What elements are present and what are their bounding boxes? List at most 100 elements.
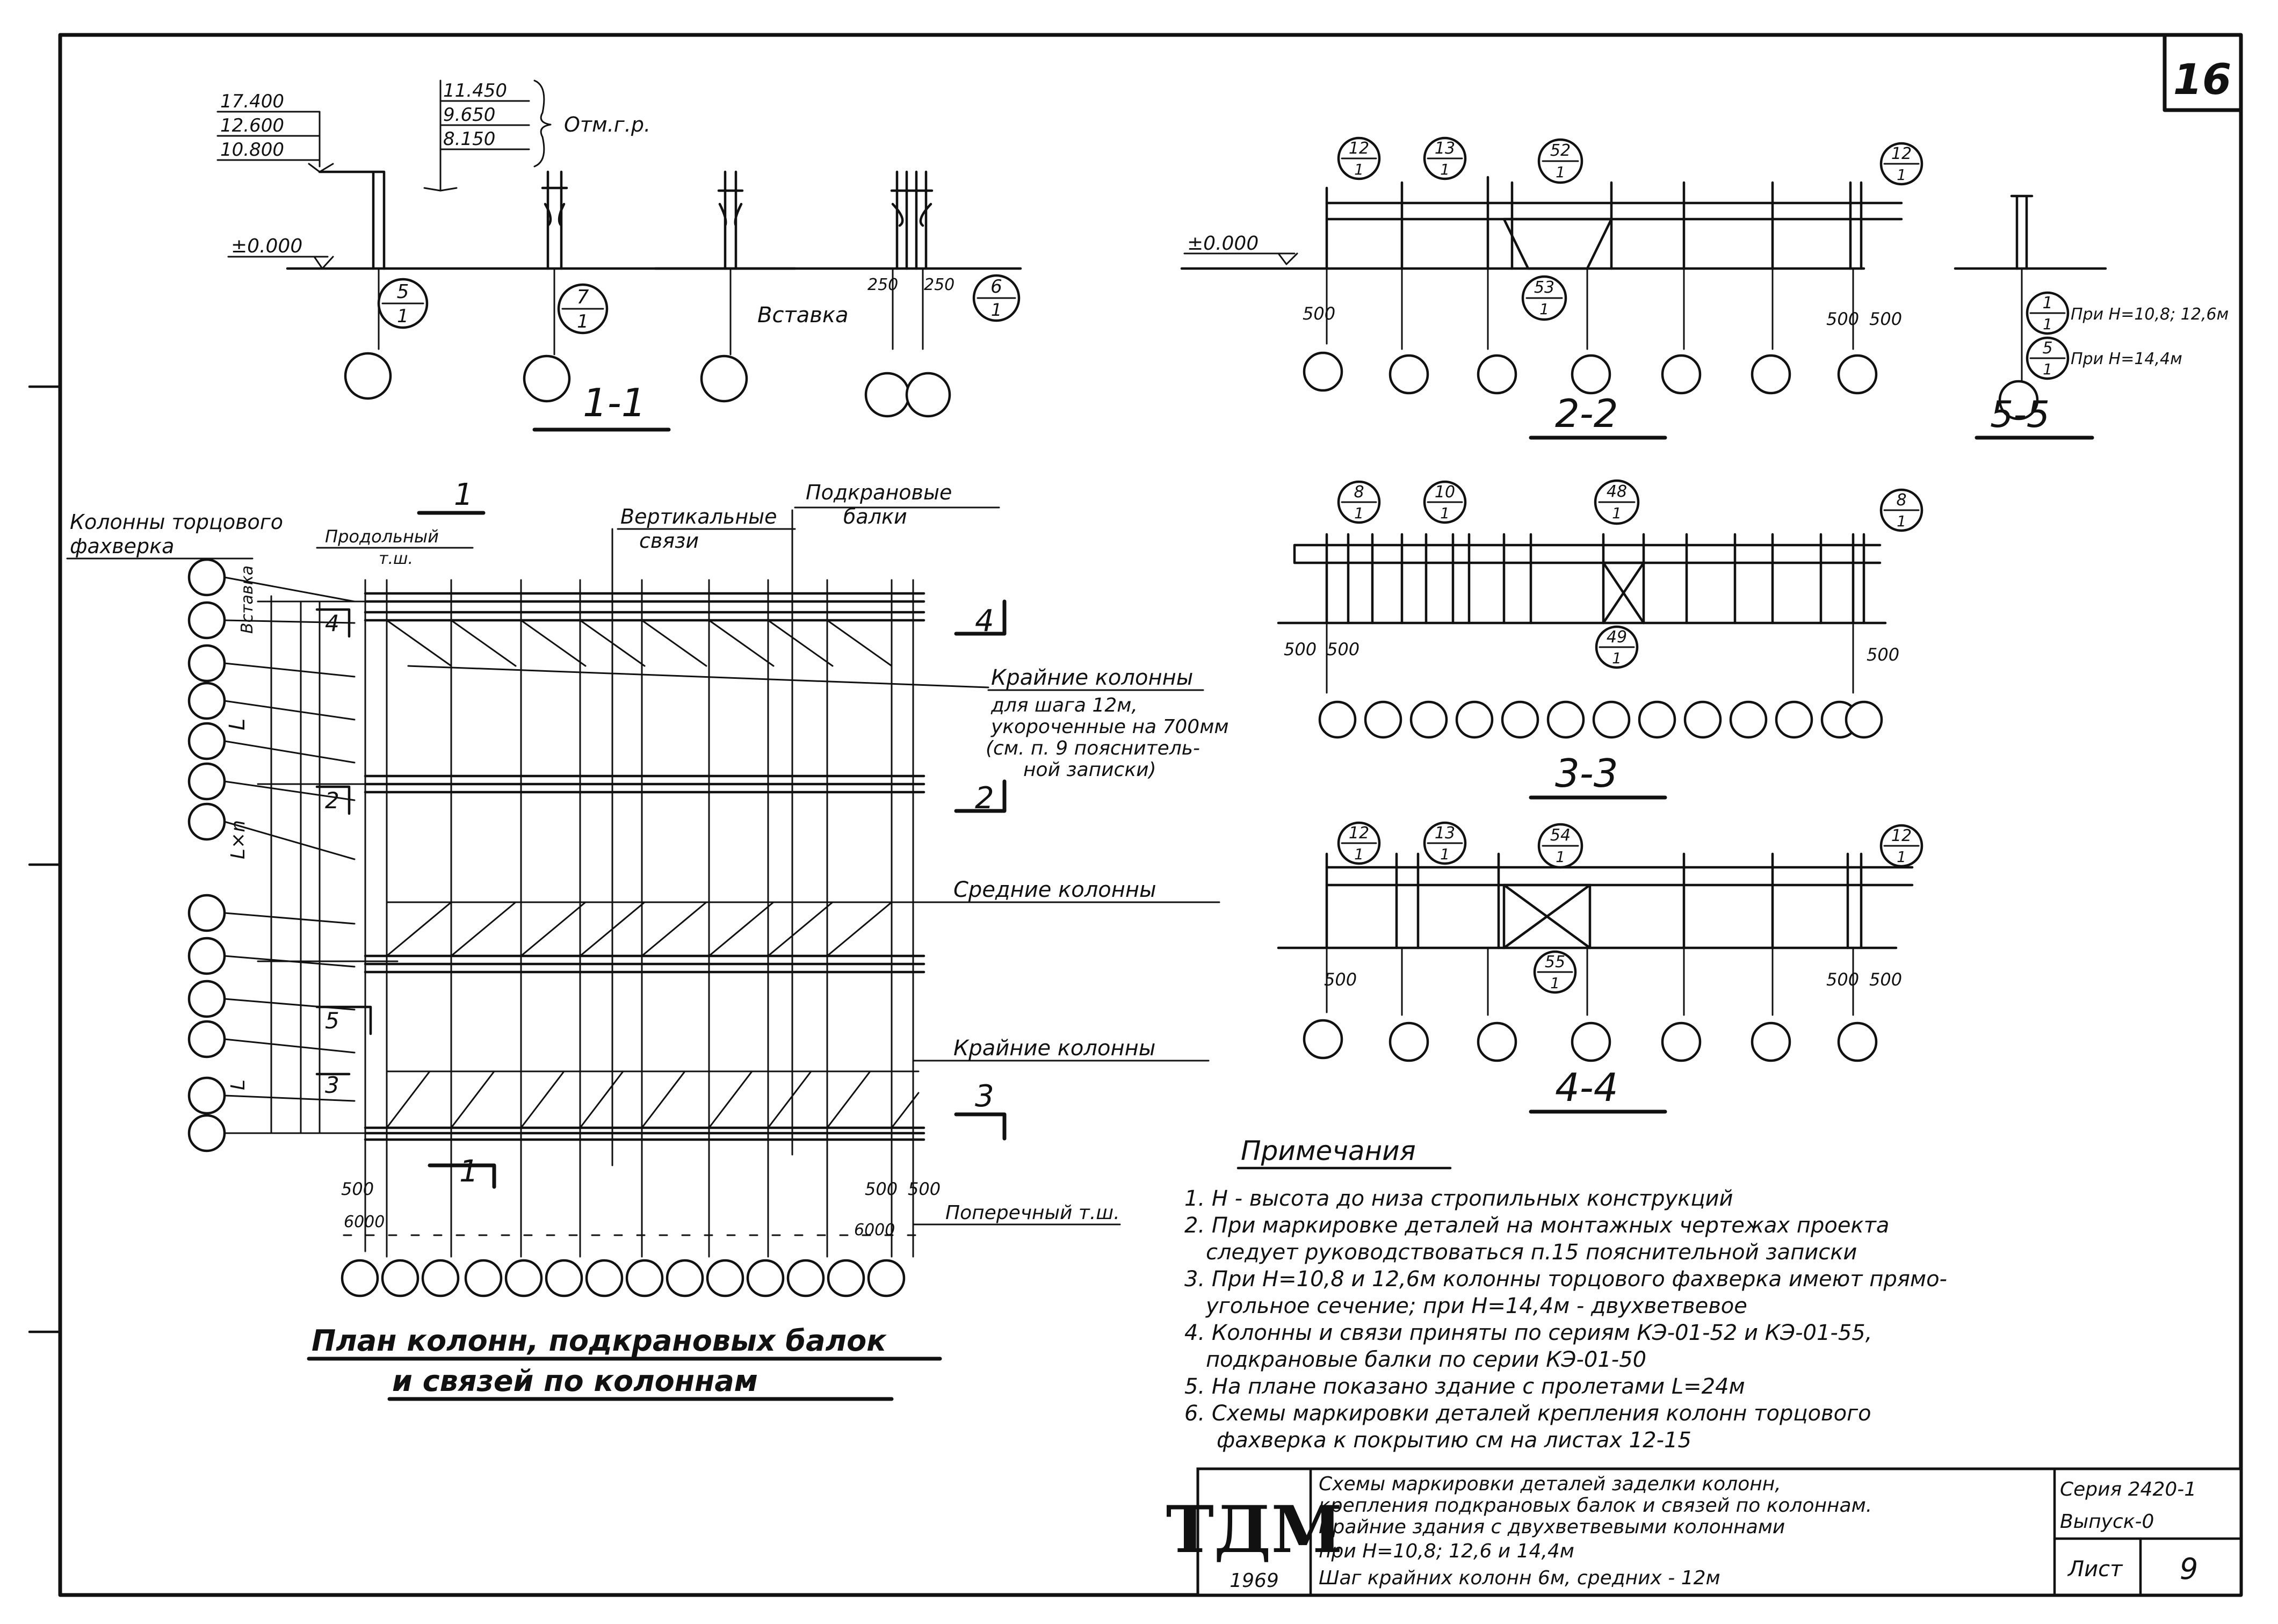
label-cross-axis: Поперечный т.ш. (945, 1202, 1120, 1224)
svg-text:1: 1 (1897, 512, 1906, 530)
callout-4-4-e: 55 1 (1533, 950, 1577, 994)
stamp-issue: Выпуск-0 (2060, 1511, 2154, 1533)
svg-text:1: 1 (1897, 848, 1906, 866)
stamp-sheet-label: Лист (2067, 1557, 2123, 1582)
svg-text:1: 1 (1612, 649, 1622, 667)
svg-text:5: 5 (2042, 339, 2052, 358)
levels-note: Отм.г.р. (564, 113, 650, 136)
note-6-cont: фахверка к покрытию см на листах 12-15 (1217, 1428, 1691, 1453)
callout-2-2-a: 12 1 (1337, 136, 1381, 180)
callout-4-4-a: 12 1 (1337, 821, 1381, 865)
svg-text:1: 1 (1539, 300, 1549, 318)
label-edge-columns-1: Крайние колонны (991, 665, 1193, 690)
row-middle-columns (364, 954, 925, 974)
callout-1-1-c: 6 1 (972, 274, 1021, 322)
svg-text:1: 1 (1612, 504, 1622, 522)
svg-text:1: 1 (397, 306, 409, 327)
svg-text:49: 49 (1607, 628, 1627, 647)
label-step-note-1: для шага 12м, (990, 694, 1138, 716)
note-3: 3. При H=10,8 и 12,6м колонны торцового … (1184, 1267, 1947, 1292)
callout-3-3-d: 8 1 (1879, 488, 1923, 532)
label-crane-beams-1: Подкрановые (806, 481, 952, 504)
label-vert-braces-2: связи (639, 529, 699, 553)
svg-text:1: 1 (1556, 848, 1565, 866)
stamp-desc-2: крепления подкрановых балок и связей по … (1319, 1495, 1872, 1517)
sheet-number: 16 (2173, 56, 2232, 104)
dim-3-3-b: 500 (1327, 639, 1359, 659)
dim-4-4-c: 500 (1869, 969, 1902, 990)
svg-text:12: 12 (1349, 824, 1369, 843)
level-left-3: 10.800 (220, 139, 284, 161)
callout-4-4-b: 13 1 (1423, 821, 1467, 865)
label-crane-beams-2: балки (843, 505, 907, 528)
stamp-desc-5: Шаг крайних колонн 6м, средних - 12м (1319, 1567, 1720, 1589)
svg-text:1: 1 (1550, 974, 1560, 992)
cut-mark-4-left: 4 (325, 610, 339, 636)
svg-text:1: 1 (1440, 845, 1450, 863)
callout-2-2-d: 12 1 (1879, 142, 1923, 186)
stamp-sheet-value: 9 (2180, 1552, 2198, 1586)
plan-dim-500-right-b: 500 (908, 1179, 941, 1199)
axis-label-l-n: L×n (227, 820, 249, 859)
drawing-frame (28, 33, 2243, 1597)
label-end-columns-1: Колонны торцового (70, 510, 283, 534)
note-4: 4. Колонны и связи приняты по сериям КЭ-… (1184, 1321, 1872, 1345)
label-end-columns-2: фахверка (70, 534, 174, 558)
plan-3-3-circles (1318, 700, 1883, 739)
callout-3-3-b: 10 1 (1423, 480, 1467, 524)
dim-1-1-a: 250 (867, 276, 898, 294)
svg-text:7: 7 (577, 286, 589, 308)
svg-text:1: 1 (2043, 315, 2052, 333)
svg-text:1: 1 (991, 300, 1002, 320)
note-1: 1. H - высота до низа стропильных констр… (1184, 1186, 1733, 1211)
note-5-5-b: При H=14,4м (2071, 350, 2182, 368)
svg-text:1: 1 (2043, 360, 2052, 378)
svg-text:1: 1 (1354, 845, 1364, 863)
svg-text:1: 1 (1440, 161, 1450, 178)
plan-title-line1: План колонн, подкрановых балок (312, 1324, 887, 1358)
note-5: 5. На плане показано здание с пролетами … (1184, 1374, 1745, 1399)
cut-mark-2-left: 2 (325, 787, 339, 814)
plan-dim-6000-left: 6000 (344, 1213, 385, 1231)
callout-5-5-a: 1 1 (2026, 291, 2070, 335)
row-edge-columns-top (364, 592, 925, 622)
callout-2-2-e: 53 1 (1521, 275, 1567, 321)
svg-text:1: 1 (2042, 294, 2052, 313)
axis-label-l-top: L (225, 719, 250, 730)
plan-dim-500-left: 500 (341, 1179, 374, 1199)
cut-mark-1-top: 1 (454, 477, 473, 512)
zero-mark-2-2: ±0.000 (1187, 233, 1259, 255)
section-title-5-5: 5-5 (1990, 394, 2050, 436)
svg-text:6: 6 (990, 276, 1002, 298)
note-6: 6. Схемы маркировки деталей крепления ко… (1184, 1401, 1871, 1426)
dim-3-3-c: 500 (1867, 644, 1899, 665)
level-right-1: 11.450 (443, 80, 507, 102)
callout-4-4-c: 54 1 (1537, 823, 1583, 869)
label-step-note-2: укороченные на 700мм (990, 716, 1229, 738)
callout-5-5-b: 5 1 (2026, 336, 2070, 380)
end-wall-column-circles (187, 558, 226, 1152)
stamp-desc-3: Крайние здания с двухветвевыми колоннами (1319, 1516, 1785, 1538)
label-long-axis-1: Продольный (325, 526, 439, 547)
section-2-2: ±0.000 12 1 13 1 52 1 (1180, 136, 1923, 440)
svg-text:5: 5 (397, 281, 409, 303)
note-2: 2. При маркировке деталей на монтажных ч… (1184, 1213, 1889, 1238)
notes-block: Примечания 1. H - высота до низа стропил… (1184, 1135, 1947, 1453)
callout-1-1-b: 7 1 (557, 283, 609, 335)
dim-4-4-b: 500 (1826, 969, 1859, 990)
row-edge-columns-bottom (364, 1126, 925, 1141)
note-3-cont: угольное сечение; при H=14,4м - двухветв… (1205, 1294, 1747, 1318)
section-3-3: 8 1 10 1 48 1 8 1 49 1 500 500 50 (1277, 479, 1923, 800)
label-vert-braces-1: Вертикальные (620, 505, 777, 528)
label-step-note-3: (см. п. 9 пояснитель- (986, 737, 1200, 759)
callout-2-2-b: 13 1 (1423, 136, 1467, 180)
section-title-4-4: 4-4 (1555, 1065, 1618, 1110)
row-edge-columns-2 (364, 774, 925, 794)
svg-text:12: 12 (1891, 827, 1912, 845)
level-left-2: 12.600 (220, 115, 284, 136)
dim-4-4-a: 500 (1324, 969, 1357, 990)
note-5-5-a: При H=10,8; 12,6м (2071, 305, 2229, 324)
cut-mark-1-bottom: 1 (459, 1154, 479, 1189)
callout-1-1-a: 5 1 (377, 278, 429, 329)
label-middle-columns: Средние колонны (953, 878, 1156, 902)
